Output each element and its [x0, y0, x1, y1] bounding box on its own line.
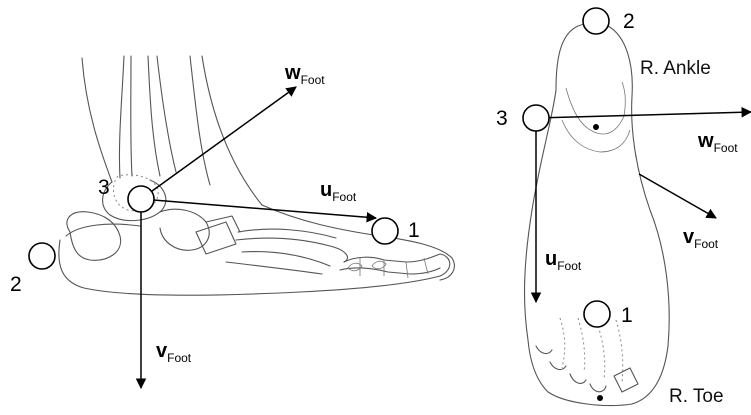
lateral-vectors	[141, 87, 376, 388]
r-toe-label: R. Toe	[669, 386, 724, 407]
lateral-v-label: vFoot	[156, 340, 192, 365]
lateral-marker-1	[372, 218, 398, 244]
top-foot-sketch	[525, 23, 670, 406]
top-v-label: vFoot	[683, 226, 719, 251]
ankle-center-dot	[593, 124, 599, 130]
top-marker-2-label: 2	[623, 10, 635, 33]
top-marker-1-label: 1	[621, 304, 633, 327]
lateral-marker-2-label: 2	[10, 273, 22, 296]
lateral-marker-3	[128, 186, 154, 212]
top-u-label: uFoot	[545, 248, 582, 273]
lateral-marker-2	[29, 243, 55, 269]
lateral-w-vector-arrow	[141, 87, 296, 199]
top-w-label: wFoot	[697, 130, 738, 155]
lateral-marker-1-label: 1	[408, 219, 420, 242]
lateral-marker-3-label: 3	[98, 176, 110, 199]
top-w-vector-arrow	[536, 112, 751, 118]
lateral-foot-sketch	[59, 56, 455, 295]
toe-tip-dot	[597, 395, 603, 401]
r-ankle-label: R. Ankle	[640, 58, 711, 79]
top-marker-1	[584, 301, 610, 327]
lateral-w-label: wFoot	[284, 62, 325, 87]
lateral-u-label: uFoot	[320, 179, 357, 204]
top-marker-3	[523, 105, 549, 131]
top-marker-2	[583, 8, 609, 34]
top-marker-3-label: 3	[496, 107, 508, 130]
